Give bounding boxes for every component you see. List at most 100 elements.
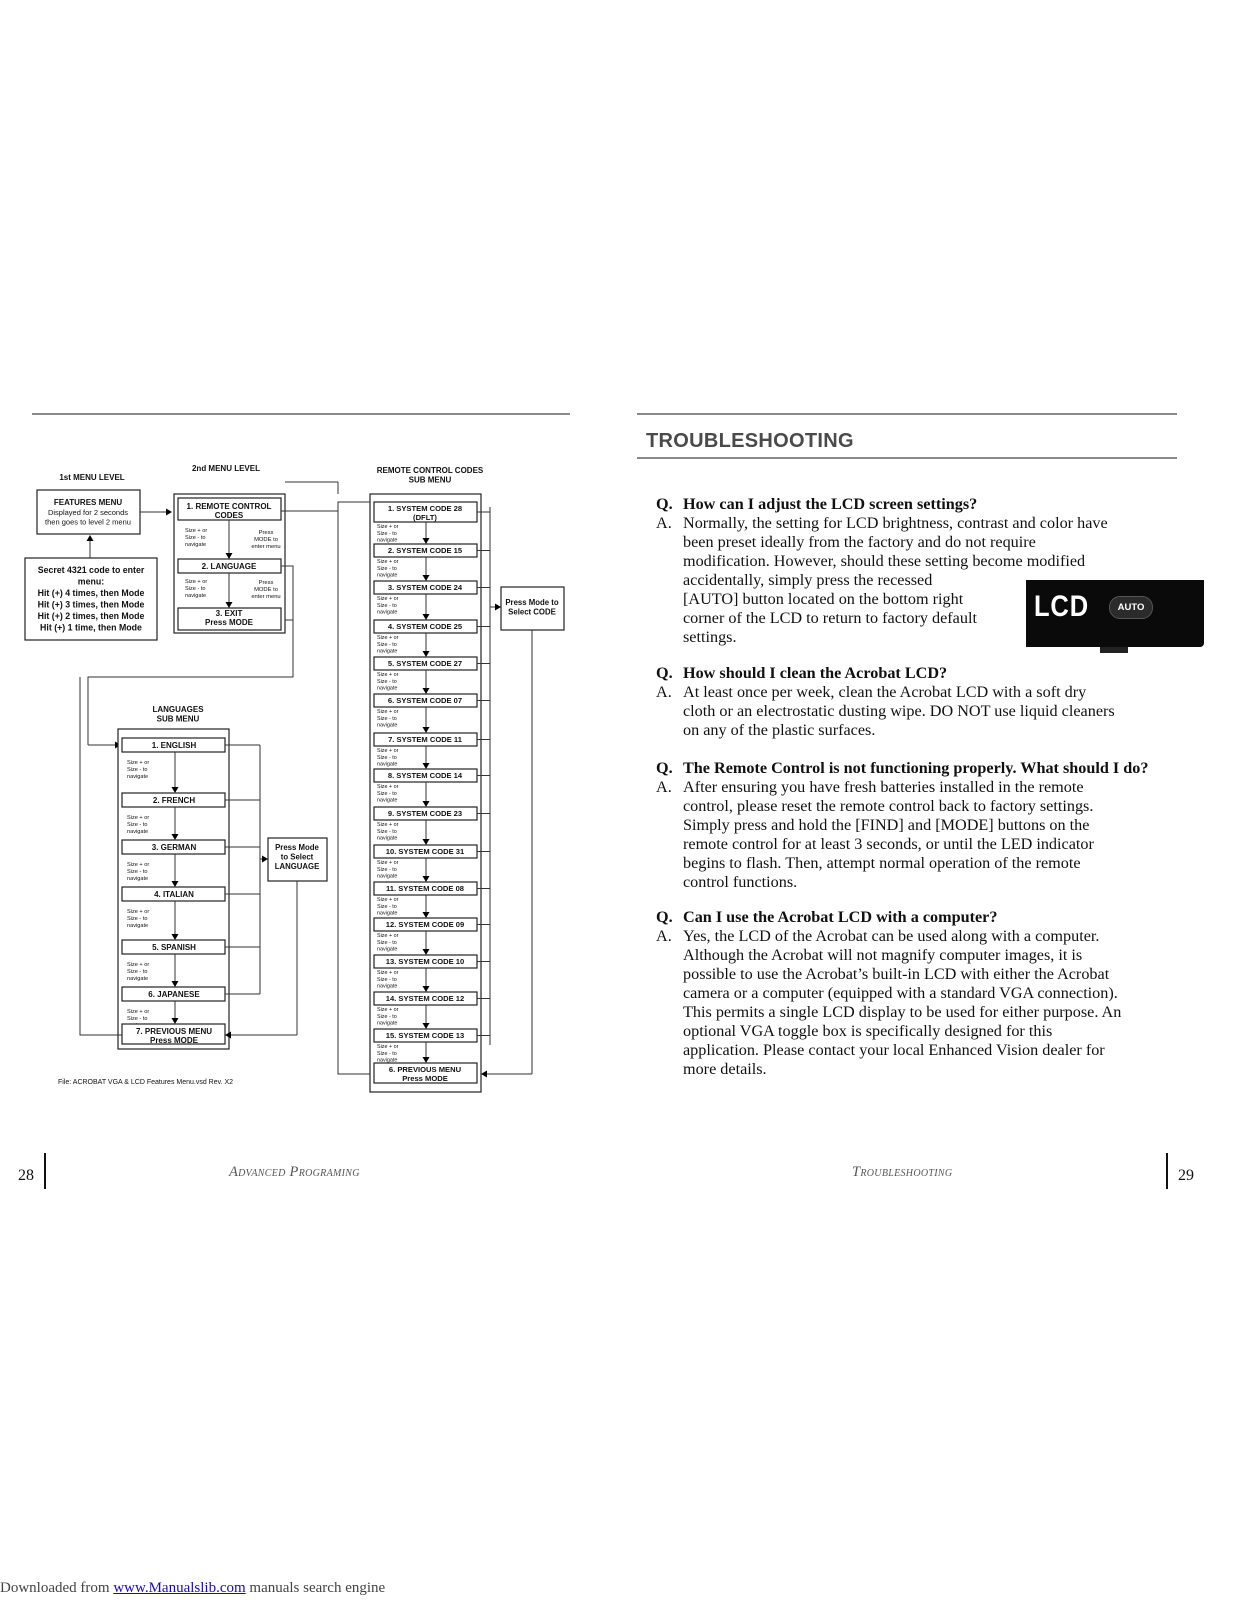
right-heading-rule [637, 457, 1177, 459]
level1-header: 1st MENU LEVEL [59, 473, 124, 482]
faq-answer: A. At least once per week, clean the Acro… [656, 683, 1204, 740]
arrow-head [171, 934, 179, 940]
features-menu-box [36, 489, 141, 535]
select-language-box [267, 837, 328, 882]
manualslib-link[interactable]: www.Manualslib.com [113, 1580, 246, 1596]
answer-label: A. [656, 927, 672, 945]
answer-line: control functions. [683, 873, 798, 891]
question-label: Q. [656, 495, 673, 513]
system-code-label: 6. SYSTEM CODE 07 [388, 696, 462, 705]
language-option-label: 4. ITALIAN [154, 890, 194, 899]
answer-line: optional VGA toggle box is specifically … [683, 1022, 1053, 1040]
faq-question: Q.The Remote Control is not functioning … [656, 759, 1149, 777]
download-prefix: Downloaded from [0, 1580, 114, 1596]
answer-line: on any of the plastic surfaces. [683, 721, 876, 739]
system-code-label: 11. SYSTEM CODE 08 [386, 884, 464, 893]
file-note: File: ACROBAT VGA & LCD Features Menu.vs… [58, 1079, 233, 1086]
faq-item: Q.Can I use the Acrobat LCD with a compu… [656, 908, 1204, 1079]
arrow-head [422, 839, 430, 845]
connector-line [79, 677, 122, 1036]
answer-line: This permits a single LCD display to be … [683, 1003, 1122, 1021]
connector-line [337, 511, 370, 1075]
answer-label: A. [656, 683, 672, 701]
faq-answer: A.Normally, the setting for LCD brightne… [656, 514, 1204, 647]
system-code-label: 4. SYSTEM CODE 25 [388, 622, 463, 631]
language-option-label: 1. ENGLISH [152, 741, 197, 750]
arrow-head [422, 651, 430, 657]
arrow-head [422, 688, 430, 694]
system-code-label: 13. SYSTEM CODE 10 [386, 957, 465, 966]
arrow-head [422, 763, 430, 769]
answer-line: Although the Acrobat will not magnify co… [683, 946, 1083, 964]
left-page-number: 28 [18, 1167, 34, 1184]
left-footer-title: Advanced Programing [229, 1164, 360, 1180]
select-code-box [500, 586, 565, 631]
left-top-rule [32, 413, 570, 415]
arrow-head [171, 787, 179, 793]
arrow-head [171, 981, 179, 987]
system-code-label: 12. SYSTEM CODE 09 [386, 920, 465, 929]
answer-line: modification. However, should these sett… [683, 552, 1086, 570]
arrow-head [171, 834, 179, 840]
system-code-label: 2. SYSTEM CODE 15 [388, 546, 463, 555]
arrow-head [262, 855, 268, 863]
right-top-rule [637, 413, 1177, 415]
answer-line: control, please reset the remote control… [683, 797, 1094, 815]
answer-line: Normally, the setting for LCD brightness… [683, 514, 1108, 532]
answer-line: possible to use the Acrobat’s built-in L… [683, 965, 1110, 983]
arrow-head [422, 1023, 430, 1029]
arrow-head [171, 1018, 179, 1024]
faq-question: Q.How can I adjust the LCD screen settin… [656, 495, 978, 513]
right-footer-divider [1166, 1153, 1168, 1189]
arrow-head [225, 553, 233, 559]
page-heading: TROUBLESHOOTING [646, 430, 854, 452]
answer-line: [AUTO] button located on the bottom righ… [683, 590, 964, 608]
system-code-label: 1. SYSTEM CODE 28(DFLT) [388, 504, 462, 522]
system-code-label: 8. SYSTEM CODE 14 [388, 771, 463, 780]
language-label: 2. LANGUAGE [202, 562, 257, 571]
right-page-number: 29 [1178, 1167, 1194, 1184]
exit-item [177, 607, 282, 631]
faq-question: Q.Can I use the Acrobat LCD with a compu… [656, 908, 998, 926]
answer-line: corner of the LCD to return to factory d… [683, 609, 977, 627]
auto-button: AUTO [1109, 596, 1153, 619]
question-label: Q. [656, 908, 673, 926]
connector-line [87, 565, 294, 745]
secret-code-box [24, 557, 158, 641]
answer-line: more details. [683, 1060, 767, 1078]
system-code-label: 5. SYSTEM CODE 27 [388, 659, 462, 668]
download-suffix: manuals search engine [245, 1580, 386, 1596]
arrow-head [495, 603, 501, 611]
language-option-label: 5. SPANISH [152, 943, 196, 952]
faq-answer: A.Yes, the LCD of the Acrobat can be use… [656, 927, 1204, 1079]
answer-line: At least once per week, clean the Acroba… [683, 683, 1087, 701]
arrow-head [86, 535, 94, 541]
right-footer-title: Troubleshooting [852, 1164, 953, 1180]
arrow-head [481, 1070, 487, 1078]
arrow-head [422, 876, 430, 882]
arrow-head [422, 575, 430, 581]
arrow-head [225, 602, 233, 608]
system-code-label: 9. SYSTEM CODE 23 [388, 809, 462, 818]
system-code-label: 3. SYSTEM CODE 24 [388, 583, 463, 592]
answer-line: Simply press and hold the [FIND] and [MO… [683, 816, 1090, 834]
answer-line: After ensuring you have fresh batteries … [683, 778, 1084, 796]
arrow-head [422, 614, 430, 620]
